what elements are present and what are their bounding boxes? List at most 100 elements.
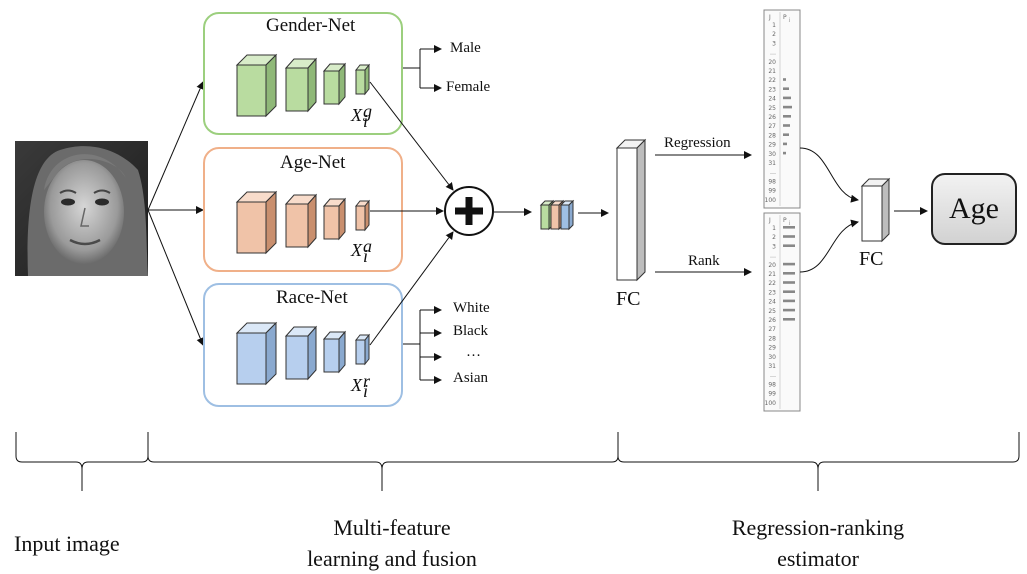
race-output-arrows — [403, 306, 442, 384]
table-row-bar — [783, 115, 791, 118]
regression-label: Regression — [664, 135, 731, 151]
table-row-label: 20 — [768, 262, 776, 269]
race-output-white: White — [453, 300, 490, 316]
gender-net-title: Gender-Net — [266, 15, 356, 36]
table-row-label: 23 — [768, 289, 776, 296]
table-row-bar — [783, 105, 792, 109]
table-header-j: J — [768, 14, 771, 21]
stage-input-label: Input image — [14, 531, 120, 556]
stage-estimator-label: Regression-ranking estimator — [731, 515, 905, 571]
table-row-label: 98 — [768, 178, 776, 185]
table-row-bar — [783, 235, 795, 238]
table-row-label: 28 — [768, 132, 776, 139]
table-row-label: 2 — [772, 234, 776, 241]
table-row-bar — [783, 96, 791, 100]
gender-cnn-blocks — [235, 53, 371, 118]
table-row-bar — [783, 151, 786, 155]
table-row-bar — [783, 124, 790, 127]
table-row-bar — [783, 262, 795, 266]
race-output-asian: Asian — [453, 370, 488, 386]
table-header-sub: j — [788, 220, 790, 225]
table-row-label: 27 — [768, 123, 776, 130]
table-row-label: 25 — [768, 308, 776, 315]
table-row-label: 30 — [768, 151, 776, 158]
table-row-label: 28 — [768, 335, 776, 342]
table-row-bar — [783, 87, 789, 90]
race-output-ellipsis: … — [466, 344, 481, 360]
table-row-label: 98 — [768, 381, 776, 388]
table-row-label: 24 — [768, 96, 776, 103]
stage-multi-label: Multi-feature learning and fusion — [307, 515, 477, 571]
table-row-label: 26 — [768, 317, 776, 324]
table-row-bar — [783, 290, 795, 293]
table-row-label: 22 — [768, 77, 776, 84]
fused-feature-blocks — [539, 199, 575, 231]
age-cnn-blocks — [235, 190, 371, 255]
table-row-label: 26 — [768, 114, 776, 121]
table-row-label: 21 — [768, 68, 776, 75]
gender-output-arrows — [403, 45, 442, 92]
age-output-label: Age — [949, 192, 999, 225]
table-row-label: 1 — [772, 225, 776, 232]
gender-output-male: Male — [450, 40, 481, 56]
table-row-label: 24 — [768, 299, 776, 306]
table-row-label: 23 — [768, 86, 776, 93]
regression-to-fc2-arrow — [799, 147, 859, 203]
table-row-label: 2 — [772, 31, 776, 38]
gender-output-female: Female — [446, 79, 491, 95]
table-row-label: 25 — [768, 105, 776, 112]
table-row-bar — [783, 226, 795, 229]
table-row-bar — [783, 244, 795, 247]
table-row-label: … — [770, 50, 776, 57]
table-row-label: … — [770, 253, 776, 260]
table-row-label: 99 — [768, 188, 776, 195]
stage-braces — [15, 432, 1020, 491]
age-net-title: Age-Net — [280, 152, 346, 173]
fc2-layer-block — [860, 177, 891, 243]
table-row-bar — [783, 142, 787, 146]
table-row-label: 20 — [768, 59, 776, 66]
table-row-label: 29 — [768, 142, 776, 149]
table-row-bar — [783, 318, 795, 321]
table-row-label: 1 — [772, 22, 776, 29]
fusion-plus-icon — [444, 186, 494, 236]
fc-layer-block — [615, 138, 647, 282]
table-row-label: … — [770, 372, 776, 379]
table-row-label: 31 — [768, 363, 776, 370]
table-header-sub: j — [788, 17, 790, 22]
table-row-bar — [783, 299, 795, 303]
fusion-input-arrows — [369, 81, 454, 346]
table-row-bar — [783, 272, 795, 275]
table-row-label: 22 — [768, 280, 776, 287]
table-row-bar — [783, 281, 795, 284]
race-output-black: Black — [453, 323, 488, 339]
table-row-bar — [783, 308, 795, 312]
rank-label: Rank — [688, 253, 720, 269]
table-row-label: 100 — [765, 400, 777, 407]
table-row-label: 30 — [768, 354, 776, 361]
table-row-bar — [783, 78, 786, 81]
table-row-label: 27 — [768, 326, 776, 333]
table-row-label: 31 — [768, 160, 776, 167]
rank-to-fc2-arrow — [799, 219, 859, 273]
table-row-label: 3 — [772, 243, 776, 250]
table-header-p: P — [783, 217, 787, 224]
table-row-bar — [783, 133, 789, 136]
table-row-label: 29 — [768, 345, 776, 352]
input-face-image — [15, 141, 148, 276]
table-row-label: 100 — [765, 197, 777, 204]
table-row-label: 3 — [772, 40, 776, 47]
table-header-p: P — [783, 14, 787, 21]
age-output-box: Age — [931, 173, 1017, 245]
table-row-label: … — [770, 169, 776, 176]
table-row-label: 99 — [768, 391, 776, 398]
fc-label: FC — [616, 288, 641, 310]
table-header-j: J — [768, 217, 771, 224]
race-cnn-blocks — [235, 321, 371, 386]
